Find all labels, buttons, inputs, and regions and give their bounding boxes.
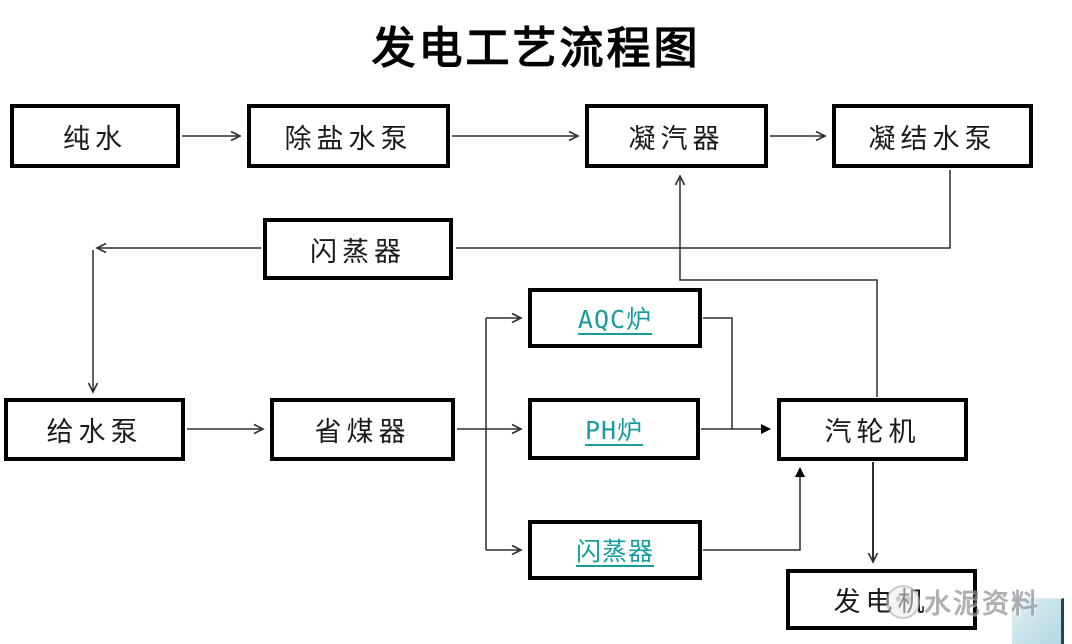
node-aqc-boiler: AQC炉 [528,288,702,348]
edge-aqcboiler-join [703,317,733,429]
node-steam-turbine-label: 汽轮机 [824,417,921,447]
corner-decoration [1012,598,1064,644]
node-feed-pump: 给水泵 [4,398,185,461]
node-condenser: 凝汽器 [585,104,768,168]
node-desalt-pump-label: 除盐水泵 [284,123,413,154]
edge-flashevapbottom-turbine [703,467,805,551]
node-generator-label: 发电机 [833,587,930,617]
node-pure-water-label: 纯水 [63,123,127,154]
node-steam-turbine: 汽轮机 [777,398,968,461]
node-flash-evap-bottom: 闪蒸器 [528,520,702,580]
node-ph-boiler-label: PH炉 [584,416,644,445]
node-desalt-pump: 除盐水泵 [247,104,450,168]
diagram-title: 发电工艺流程图 [371,24,701,73]
node-flash-evap-bottom-label: 闪蒸器 [575,537,654,566]
node-pure-water: 纯水 [10,104,180,168]
node-condensate-pump-label: 凝结水泵 [868,123,997,154]
node-feed-pump-label: 给水泵 [46,417,143,447]
edge-turbine-condenser [674,174,878,397]
node-ph-boiler: PH炉 [528,398,700,460]
edge-condensatepump-flashevaptop [456,170,951,249]
node-generator: 发电机 [786,569,977,630]
node-economizer-label: 省煤器 [314,417,411,447]
node-economizer: 省煤器 [270,398,455,461]
node-condensate-pump: 凝结水泵 [832,104,1033,168]
node-aqc-boiler-label: AQC炉 [577,305,653,334]
node-flash-evap-top-label: 闪蒸器 [310,236,406,267]
node-condenser-label: 凝汽器 [628,123,725,154]
node-flash-evap-top: 闪蒸器 [263,218,453,280]
